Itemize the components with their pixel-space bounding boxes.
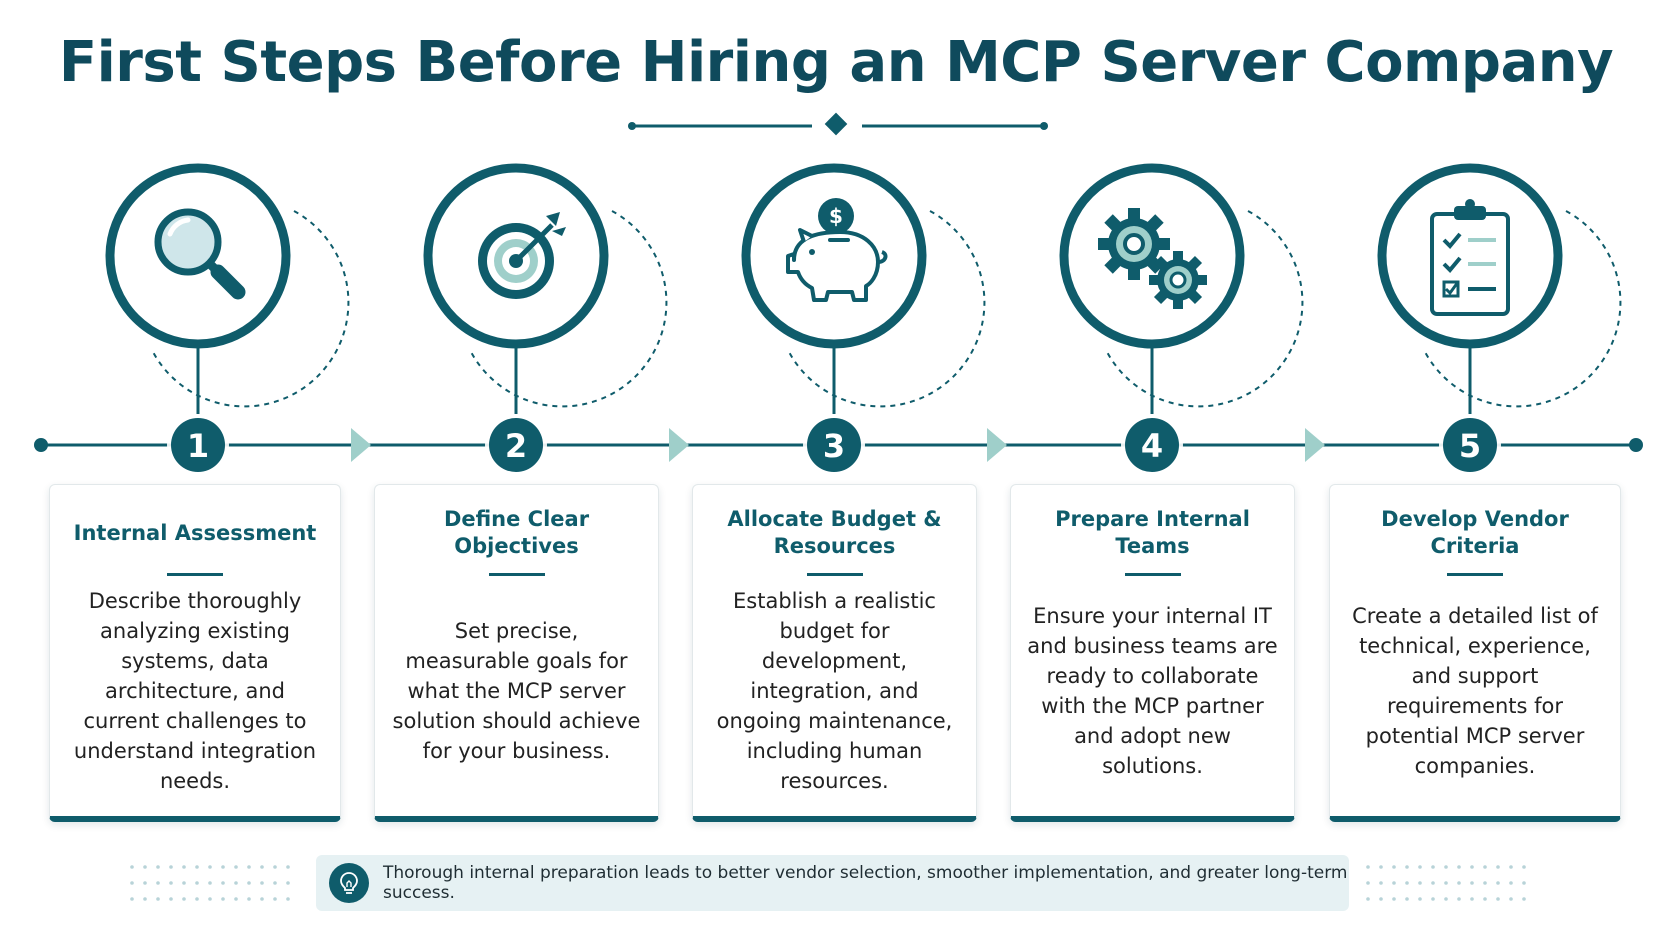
step-card-2: Define Clear Objectives Set precise, mea… — [374, 484, 659, 822]
timeline-arrows — [351, 428, 1325, 462]
card-title: Define Clear Objectives — [443, 507, 590, 558]
piggy-bank-icon: $ — [786, 198, 888, 302]
title-divider — [628, 112, 1048, 136]
card-description: Describe thoroughly analyzing existing s… — [66, 586, 324, 796]
card-divider — [488, 573, 545, 576]
gears-icon — [1098, 208, 1207, 309]
dashed-arc — [470, 210, 668, 408]
card-title: Prepare Internal Teams — [1055, 507, 1250, 558]
step-2-marker: 2 — [423, 163, 668, 476]
dashed-arc — [152, 210, 350, 408]
step-1-marker: 1 — [105, 163, 350, 476]
dashed-arc — [1424, 210, 1622, 408]
card-description: Establish a realistic budget for develop… — [709, 586, 960, 796]
card-description: Create a detailed list of technical, exp… — [1346, 586, 1604, 796]
card-title-wrap: Prepare Internal Teams — [1027, 499, 1278, 567]
step-number: 1 — [187, 427, 209, 465]
step-3-marker: $ 3 — [741, 163, 986, 476]
card-title: Internal Assessment — [73, 520, 317, 545]
card-title-wrap: Define Clear Objectives — [391, 499, 642, 567]
dashed-arc — [1106, 210, 1304, 408]
card-divider — [1447, 573, 1503, 576]
step-card-3: Allocate Budget & Resources Establish a … — [692, 484, 977, 822]
card-divider — [1124, 573, 1181, 576]
card-description-text: Create a detailed list of technical, exp… — [1352, 604, 1598, 778]
card-title-wrap: Develop Vendor Criteria — [1346, 499, 1604, 567]
number-badge — [807, 418, 861, 472]
card-title-wrap: Internal Assessment — [66, 499, 324, 567]
magnifying-glass-icon — [154, 208, 246, 300]
card-description-text: Describe thoroughly analyzing existing s… — [73, 589, 317, 793]
number-badge — [489, 418, 543, 472]
card-divider — [167, 573, 223, 576]
step-card-1: Internal Assessment Describe thoroughly … — [49, 484, 341, 822]
footer-text: Thorough internal preparation leads to b… — [383, 863, 1348, 903]
lightbulb-icon — [329, 863, 369, 903]
arrow-3-4 — [987, 428, 1007, 462]
card-title: Allocate Budget & Resources — [727, 507, 942, 558]
step-number: 5 — [1459, 427, 1481, 465]
checklist-clipboard-icon — [1430, 199, 1510, 316]
step-number: 3 — [823, 427, 845, 465]
card-divider — [806, 573, 863, 576]
arrow-4-5 — [1305, 428, 1325, 462]
card-description-text: Establish a realistic budget for develop… — [716, 589, 953, 793]
card-description-text: Set precise, measurable goals for what t… — [392, 619, 641, 763]
step-card-4: Prepare Internal Teams Ensure your inter… — [1010, 484, 1295, 822]
number-badge — [171, 418, 225, 472]
footer-banner: Thorough internal preparation leads to b… — [316, 855, 1349, 911]
card-title: Develop Vendor Criteria — [1381, 507, 1569, 558]
number-badge — [1443, 418, 1497, 472]
card-description: Ensure your internal IT and business tea… — [1027, 586, 1278, 796]
step-number: 4 — [1141, 427, 1163, 465]
step-number: 2 — [505, 427, 527, 465]
arrow-1-2 — [351, 428, 371, 462]
step-4-marker: 4 — [1059, 163, 1304, 476]
number-badge — [1125, 418, 1179, 472]
target-arrow-icon — [478, 212, 566, 299]
step-card-5: Develop Vendor Criteria Create a detaile… — [1329, 484, 1621, 822]
dashed-arc — [788, 210, 986, 408]
arrow-2-3 — [669, 428, 689, 462]
card-description: Set precise, measurable goals for what t… — [391, 586, 642, 796]
card-description-text: Ensure your internal IT and business tea… — [1027, 604, 1278, 778]
step-5-marker: 5 — [1377, 163, 1622, 476]
page-title: First Steps Before Hiring an MCP Server … — [58, 30, 1614, 95]
svg-text:$: $ — [829, 204, 843, 228]
card-title-wrap: Allocate Budget & Resources — [709, 499, 960, 567]
